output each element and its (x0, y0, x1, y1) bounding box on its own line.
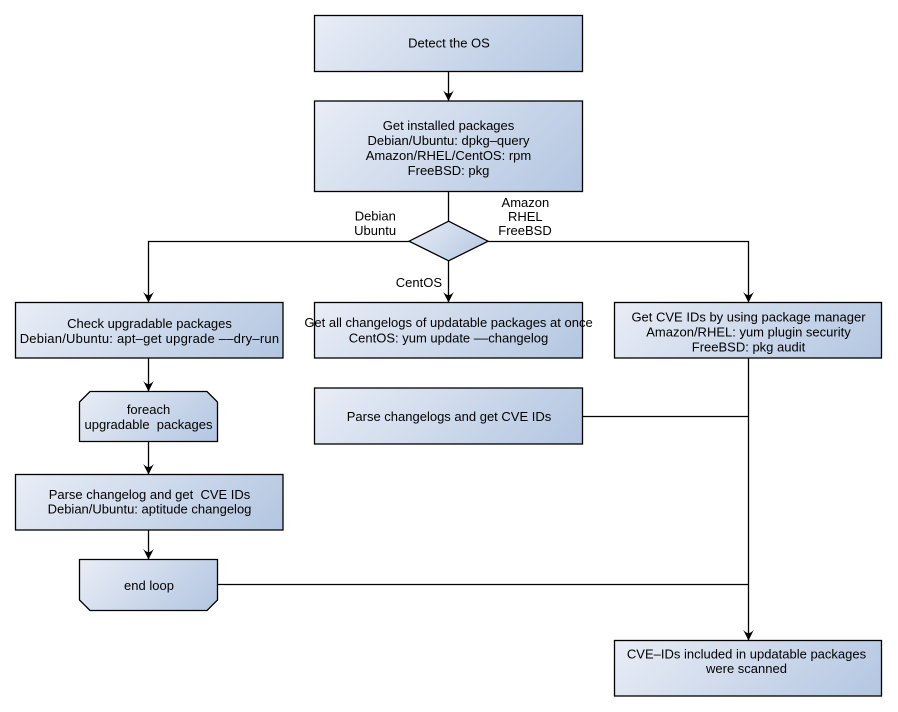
svg-text:Check upgradable packages: Check upgradable packages (67, 316, 232, 331)
svg-text:Get CVE IDs by using package m: Get CVE IDs by using package manager (631, 310, 866, 325)
svg-text:upgradable packages: upgradable packages (85, 417, 213, 432)
svg-text:end loop: end loop (124, 578, 174, 593)
svg-text:FreeBSD: pkg audit: FreeBSD: pkg audit (692, 340, 806, 355)
svg-text:Amazon: Amazon (502, 195, 550, 210)
svg-text:were scanned: were scanned (705, 661, 787, 676)
svg-text:FreeBSD: FreeBSD (498, 223, 551, 238)
svg-text:Parse changelogs and get CVE I: Parse changelogs and get CVE IDs (347, 409, 552, 424)
svg-text:Debian/Ubuntu: dpkg–query: Debian/Ubuntu: dpkg–query (368, 133, 530, 148)
svg-text:Ubuntu: Ubuntu (354, 223, 396, 238)
svg-text:Debian: Debian (355, 209, 396, 224)
svg-text:CentOS: CentOS (396, 275, 443, 290)
svg-text:foreach: foreach (127, 402, 170, 417)
svg-text:RHEL: RHEL (508, 209, 543, 224)
svg-text:CVE–IDs included in updatable: CVE–IDs included in updatable packages (627, 647, 867, 662)
svg-text:Detect the OS: Detect the OS (408, 36, 490, 51)
svg-text:Amazon/RHEL: yum plugin securi: Amazon/RHEL: yum plugin security (646, 325, 851, 340)
svg-text:FreeBSD: pkg: FreeBSD: pkg (408, 163, 490, 178)
svg-text:Debian/Ubuntu: aptitude change: Debian/Ubuntu: aptitude changelog (48, 502, 252, 517)
svg-text:Get installed packages: Get installed packages (383, 118, 515, 133)
svg-text:Debian/Ubuntu: apt–get upgrade: Debian/Ubuntu: apt–get upgrade ––dry–run (20, 331, 280, 346)
svg-text:Get all changelogs of updatabl: Get all changelogs of updatable packages… (304, 315, 592, 330)
svg-text:Parse changelog and get CVE I: Parse changelog and get CVE IDs (49, 487, 251, 502)
svg-text:CentOS: yum update ––changelog: CentOS: yum update ––changelog (349, 331, 548, 346)
svg-text:Amazon/RHEL/CentOS: rpm: Amazon/RHEL/CentOS: rpm (366, 148, 531, 163)
